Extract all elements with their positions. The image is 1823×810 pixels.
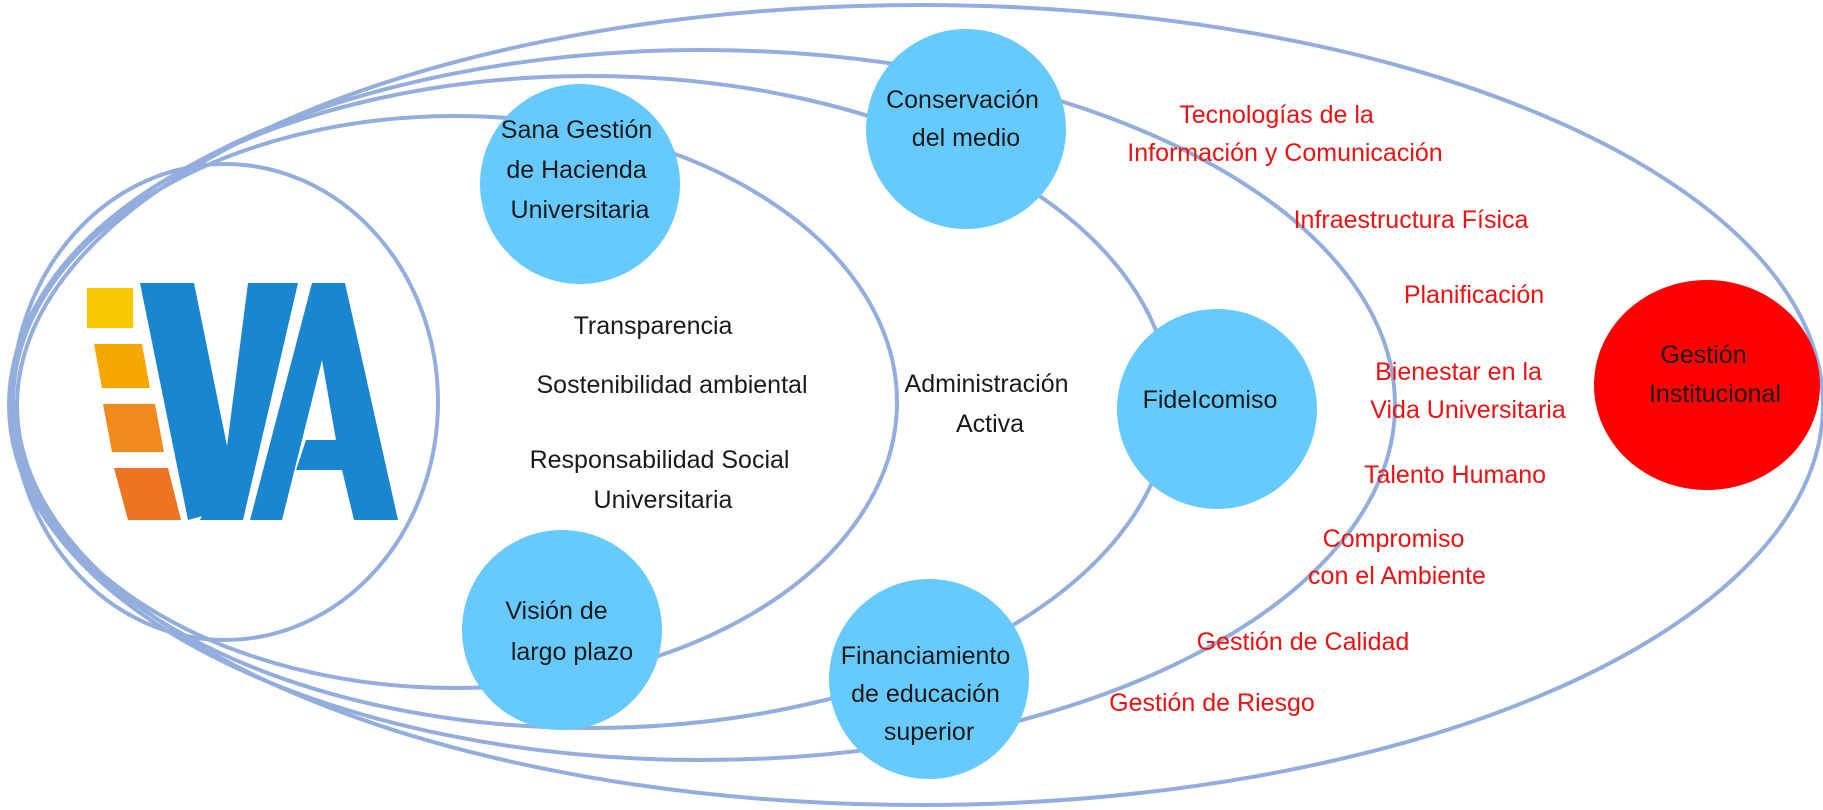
area-bienestar-line-1: Bienestar en la [1375,358,1542,386]
value-responsabilidad: Responsabilidad Social Universitaria [530,446,797,514]
value-sostenibilidad: Sostenibilidad ambiental [536,371,807,399]
area-talento: Talento Humano [1364,461,1546,489]
logo-v-right [200,283,298,520]
node-hacienda [480,84,680,284]
node-financiamiento-line-1: Financiamiento [841,642,1011,670]
value-administracion-line-2: Activa [956,410,1024,438]
area-compromiso: Compromiso con el Ambiente [1308,525,1486,590]
area-tic: Tecnologías de la Información y Comunica… [1127,101,1442,167]
outer-ring [15,3,1823,807]
area-compromiso-line-2: con el Ambiente [1308,562,1486,590]
area-infraestructura: Infraestructura Física [1294,206,1529,234]
node-hacienda-line-2: de Hacienda [506,156,646,184]
area-tic-line-2: Información y Comunicación [1127,139,1442,167]
node-vision [462,530,662,730]
node-vision-line-2: largo plazo [511,638,633,666]
logo-v-left [140,283,238,520]
node-financiamiento [829,579,1029,779]
node-fideicomiso-label: FideIcomiso [1143,386,1278,414]
logo-stripe-1 [87,288,133,328]
node-conservacion [866,29,1066,229]
inner-ring [10,162,440,642]
value-responsabilidad-line-1: Responsabilidad Social [530,446,790,474]
node-vision-line-1: Visión de [505,597,607,625]
logo-a [250,283,398,520]
area-tic-line-1: Tecnologías de la [1179,101,1374,129]
logo-stripe-4 [114,468,181,520]
node-conservacion-line-2: del medio [912,124,1020,152]
area-bienestar: Bienestar en la Vida Universitaria [1370,358,1566,424]
node-conservacion-line-1: Conservación [886,86,1039,114]
area-riesgo: Gestión de Riesgo [1109,689,1315,717]
node-gestion-institucional [1594,280,1820,490]
node-hacienda-line-3: Universitaria [511,196,650,224]
value-responsabilidad-line-2: Universitaria [594,486,733,514]
value-administracion-line-1: Administración [905,370,1069,398]
node-vision-label: Visión de largo plazo [505,597,633,666]
logo-stripe-3 [103,404,164,452]
node-gestion-label: Gestión Institucional [1649,341,1781,408]
area-planificacion: Planificación [1404,281,1544,309]
area-calidad: Gestión de Calidad [1197,628,1410,656]
node-gestion-line-2: Institucional [1649,380,1781,408]
value-administracion: Administración Activa [905,370,1076,438]
node-hacienda-label: Sana Gestión de Hacienda Universitaria [501,116,659,224]
node-conservacion-label: Conservación del medio [886,86,1046,152]
va-logo [87,283,398,520]
node-fideicomiso-line-1: FideIcomiso [1143,386,1278,414]
logo-stripe-2 [94,344,150,388]
node-fideicomiso [1117,309,1317,509]
node-financiamiento-line-3: superior [884,718,974,746]
node-financiamiento-line-2: de educación [851,680,1000,708]
node-hacienda-line-1: Sana Gestión [501,116,653,144]
value-transparencia: Transparencia [574,312,733,340]
node-financiamiento-label: Financiamiento de educación superior [841,642,1017,746]
area-bienestar-line-2: Vida Universitaria [1370,396,1566,424]
node-gestion-line-1: Gestión [1660,341,1746,369]
ring-2 [11,114,899,690]
area-compromiso-line-1: Compromiso [1323,525,1465,553]
